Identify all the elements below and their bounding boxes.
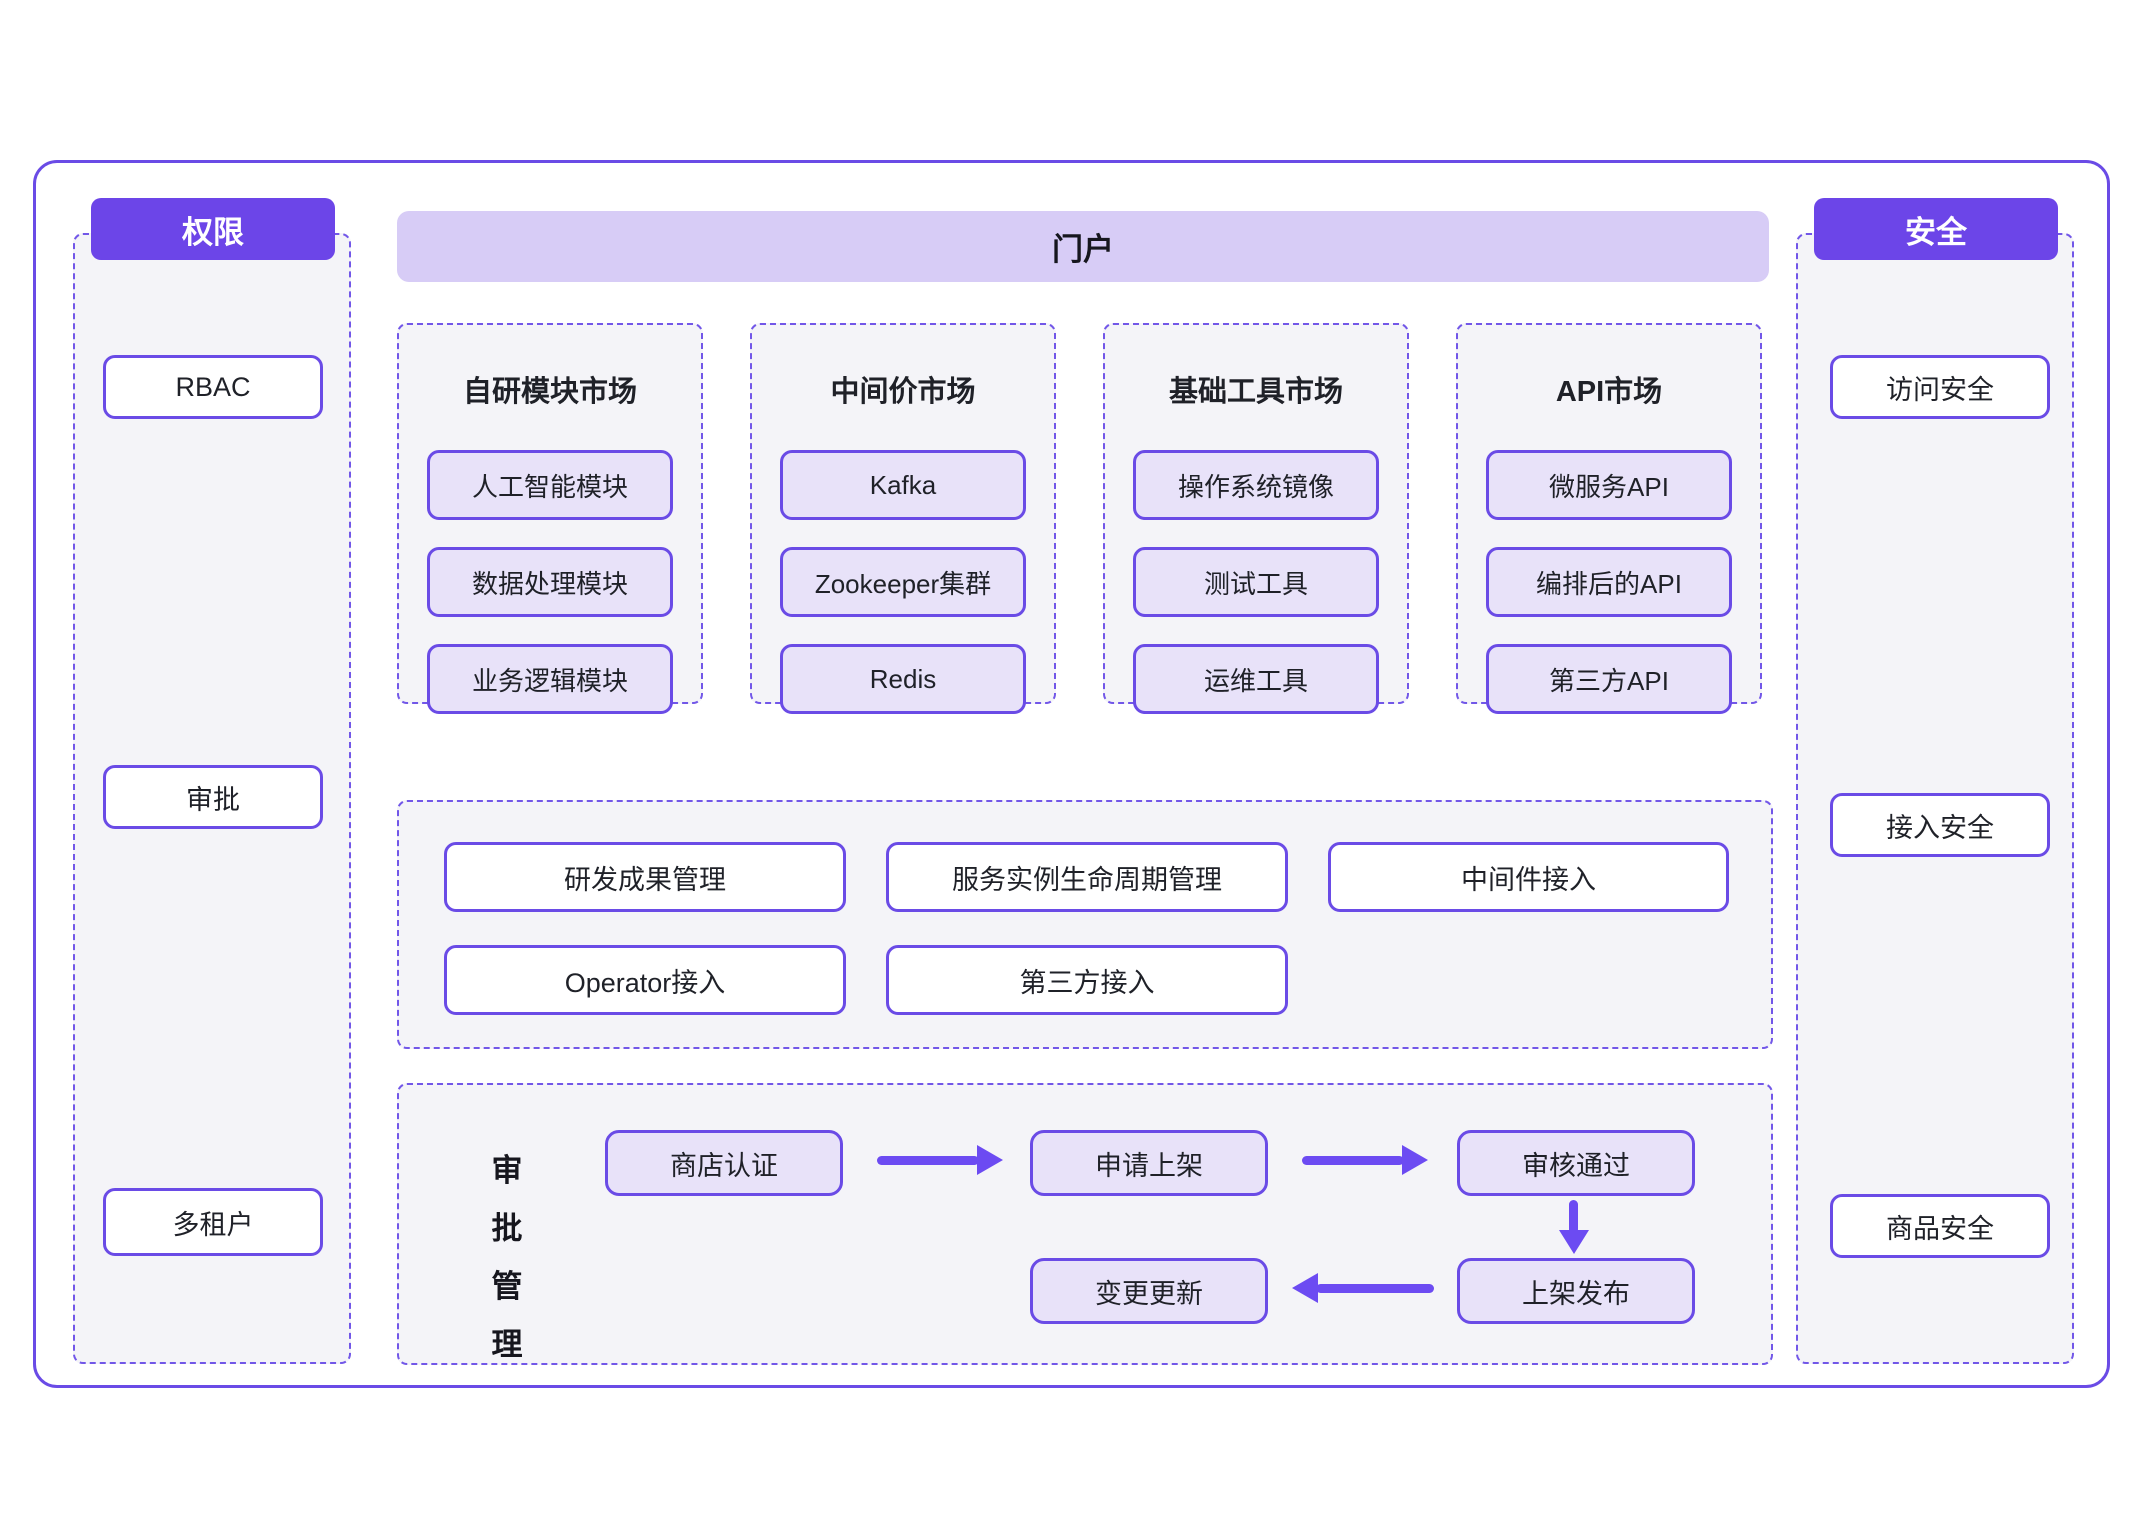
market-item: Kafka [780, 450, 1026, 520]
apply-listing-box: 申请上架 [1030, 1130, 1268, 1196]
ingress-security-box: 接入安全 [1830, 793, 2050, 857]
approval-flow-panel: 审 批 管 理 商店认证 申请上架 审核通过 上架发布 变更更新 [397, 1083, 1773, 1365]
approval-management-label: 审 批 管 理 [491, 1153, 523, 1362]
market-item: Redis [780, 644, 1026, 714]
market-item: 人工智能模块 [427, 450, 673, 520]
market-self-developed: 自研模块市场 人工智能模块 数据处理模块 业务逻辑模块 [397, 323, 703, 714]
store-certification-box: 商店认证 [605, 1130, 843, 1196]
market-items: 操作系统镜像 测试工具 运维工具 [1105, 450, 1407, 714]
market-item: 编排后的API [1486, 547, 1732, 617]
middleware-access-box: 中间件接入 [1328, 842, 1729, 912]
rd-results-box: 研发成果管理 [444, 842, 846, 912]
market-item: 操作系统镜像 [1133, 450, 1379, 520]
market-api: API市场 微服务API 编排后的API 第三方API [1456, 323, 1762, 714]
publish-box: 上架发布 [1457, 1258, 1695, 1324]
market-item: 数据处理模块 [427, 547, 673, 617]
market-title: 基础工具市场 [1168, 376, 1343, 408]
market-middleware: 中间价市场 Kafka Zookeeper集群 Redis [750, 323, 1056, 714]
thirdparty-access-box: 第三方接入 [886, 945, 1288, 1015]
access-security-box: 访问安全 [1830, 355, 2050, 419]
market-item: 业务逻辑模块 [427, 644, 673, 714]
market-title: 中间价市场 [830, 376, 976, 408]
market-title: API市场 [1555, 376, 1663, 408]
market-title: 自研模块市场 [462, 376, 637, 408]
market-items: Kafka Zookeeper集群 Redis [752, 450, 1054, 714]
service-lifecycle-box: 服务实例生命周期管理 [886, 842, 1288, 912]
operator-access-box: Operator接入 [444, 945, 846, 1015]
security-header: 安全 [1814, 198, 2058, 260]
market-items: 微服务API 编排后的API 第三方API [1458, 450, 1760, 714]
change-update-box: 变更更新 [1030, 1258, 1268, 1324]
market-basic-tools: 基础工具市场 操作系统镜像 测试工具 运维工具 [1103, 323, 1409, 714]
market-item: 微服务API [1486, 450, 1732, 520]
market-item: Zookeeper集群 [780, 547, 1026, 617]
review-passed-box: 审核通过 [1457, 1130, 1695, 1196]
market-item: 运维工具 [1133, 644, 1379, 714]
product-security-box: 商品安全 [1830, 1194, 2050, 1258]
rbac-box: RBAC [103, 355, 323, 419]
market-items: 人工智能模块 数据处理模块 业务逻辑模块 [399, 450, 701, 714]
multitenant-box: 多租户 [103, 1188, 323, 1256]
outer-border: 权限 RBAC 审批 多租户 安全 访问安全 接入安全 商品安全 门户 自研模块… [33, 160, 2110, 1388]
market-item: 第三方API [1486, 644, 1732, 714]
market-item: 测试工具 [1133, 547, 1379, 617]
management-panel: 研发成果管理 服务实例生命周期管理 中间件接入 Operator接入 第三方接入 [397, 800, 1773, 1049]
permissions-header: 权限 [91, 198, 335, 260]
approval-box: 审批 [103, 765, 323, 829]
portal-band: 门户 [397, 211, 1769, 282]
